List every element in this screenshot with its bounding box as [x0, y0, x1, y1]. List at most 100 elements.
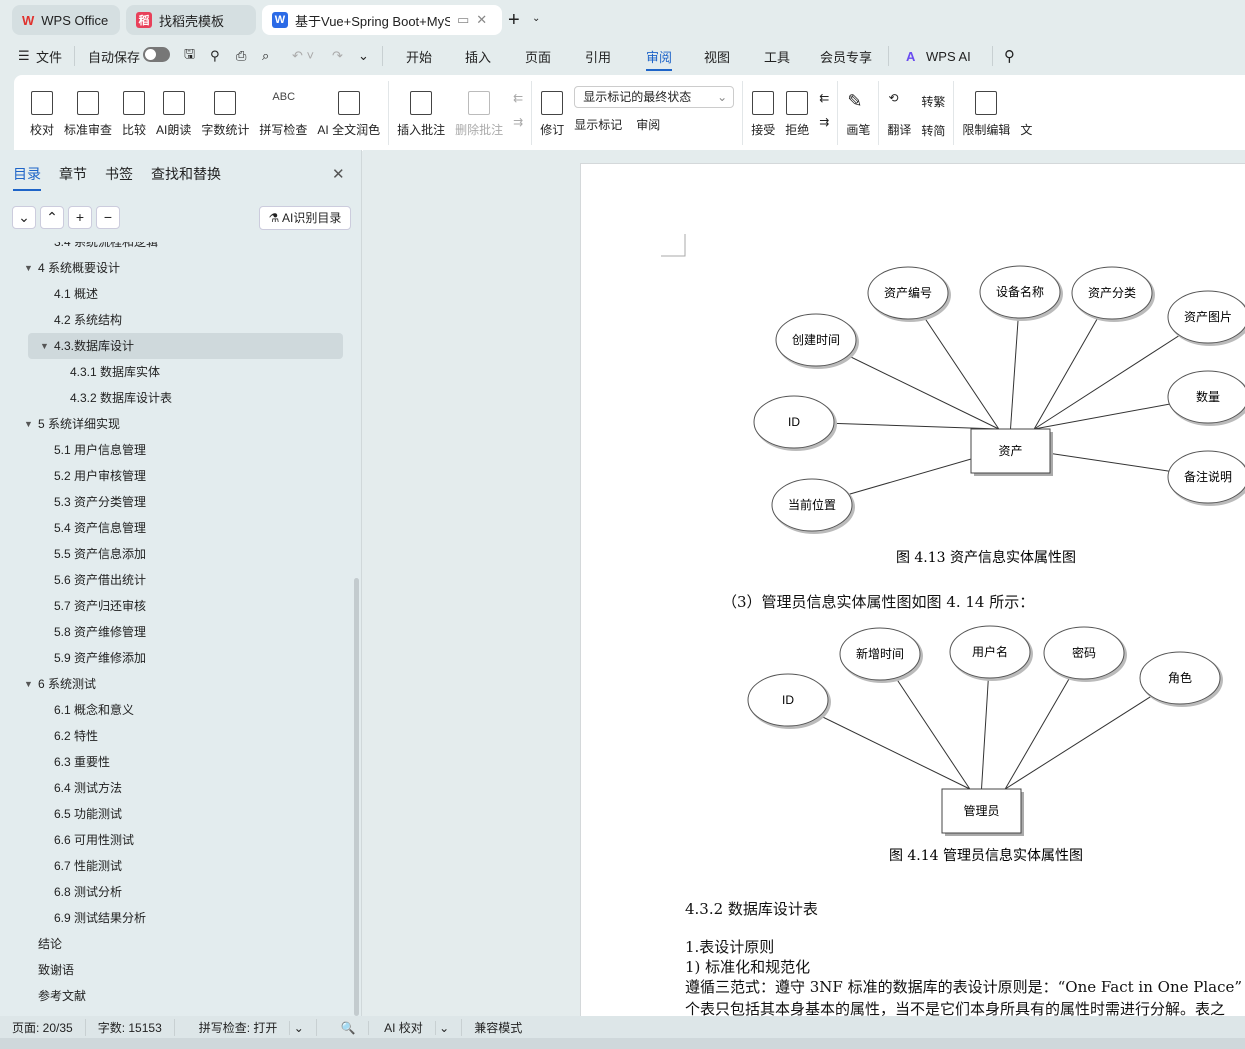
toc-item[interactable]: 结论	[28, 931, 343, 957]
prev-change-icon[interactable]: ⇇	[819, 91, 830, 105]
format-painter-icon[interactable]: ⚲	[210, 48, 220, 63]
toc-item[interactable]: 5.6 资产借出统计	[28, 567, 343, 593]
toc-item[interactable]: 6.1 概念和意义	[28, 697, 343, 723]
tab-bookmarks[interactable]: 书签	[105, 166, 133, 182]
toc-item[interactable]: 6.5 功能测试	[28, 801, 343, 827]
toc-item[interactable]: 5.5 资产信息添加	[28, 541, 343, 567]
spell-check-status[interactable]: 拼写检查: 打开 ⌄	[175, 1018, 317, 1036]
next-change-icon[interactable]: ⇉	[819, 115, 830, 129]
toc-item[interactable]: 4.1 概述	[28, 281, 343, 307]
toc-item[interactable]: 5.8 资产维修管理	[28, 619, 343, 645]
demote-button[interactable]: −	[96, 206, 120, 229]
word-count-button[interactable]: 字数统计	[201, 81, 249, 145]
undo-icon[interactable]: ↶ ˅	[292, 48, 315, 63]
prev-comment-icon[interactable]: ⇇	[513, 91, 524, 105]
toc-item[interactable]: 6.9 测试结果分析	[28, 905, 343, 931]
change-nav[interactable]: ⇇⇉	[819, 81, 829, 145]
toc-item[interactable]: ▼4.3.数据库设计	[28, 333, 343, 359]
collapse-button[interactable]: ⌃	[40, 206, 64, 229]
accept-button[interactable]: 接受	[751, 81, 775, 145]
toc-item[interactable]: 6.3 重要性	[28, 749, 343, 775]
save-icon[interactable]: 🖫	[184, 46, 196, 61]
review-pane-button[interactable]: 审阅	[636, 118, 661, 132]
toc-item[interactable]: 5.2 用户审核管理	[28, 463, 343, 489]
toc-item[interactable]: 6.7 性能测试	[28, 853, 343, 879]
close-pane-icon[interactable]: ✕	[332, 166, 345, 183]
ai-toc-button[interactable]: ⚗ AI识别目录	[259, 206, 351, 230]
toc-item[interactable]: 6.8 测试分析	[28, 879, 343, 905]
delete-comment-button[interactable]: 删除批注	[455, 81, 503, 145]
close-tab-icon[interactable]: ✕	[476, 12, 488, 27]
comment-nav[interactable]: ⇇⇉	[513, 81, 523, 145]
toc-item[interactable]: 5.9 资产维修添加	[28, 645, 343, 671]
tab-chapters[interactable]: 章节	[59, 166, 87, 182]
menu-tab-wps-ai[interactable]: WPS AI	[926, 48, 971, 64]
page-indicator[interactable]: 页面: 20/35	[0, 1018, 86, 1036]
menu-tab-start[interactable]: 开始	[406, 49, 433, 65]
track-changes-button[interactable]: 修订	[540, 81, 564, 145]
expand-arrow-icon[interactable]: ▼	[24, 419, 33, 429]
expand-arrow-icon[interactable]: ▼	[24, 263, 33, 273]
search-icon[interactable]: ⚲	[1004, 48, 1015, 65]
toc-item[interactable]: 5.7 资产归还审核	[28, 593, 343, 619]
menu-tab-references[interactable]: 引用	[585, 49, 612, 65]
ai-polish-button[interactable]: AI 全文润色	[317, 81, 380, 145]
toc-item[interactable]: 致谢语	[28, 957, 343, 983]
to-simplified-button[interactable]: 转简	[921, 124, 946, 138]
expand-button[interactable]: ⌄	[12, 206, 36, 229]
expand-arrow-icon[interactable]: ▼	[24, 679, 33, 689]
menu-tab-review[interactable]: 审阅	[646, 47, 673, 71]
promote-button[interactable]: +	[68, 206, 92, 229]
toc-item[interactable]: 5.3 资产分类管理	[28, 489, 343, 515]
toc-item[interactable]: 4.3.2 数据库设计表	[28, 385, 343, 411]
toc-item[interactable]: 6.4 测试方法	[28, 775, 343, 801]
more-chevron-icon[interactable]: ⌄	[358, 48, 369, 63]
toc-item[interactable]: 5.4 资产信息管理	[28, 515, 343, 541]
reject-button[interactable]: 拒绝	[785, 81, 809, 145]
markup-mode-select[interactable]: 显示标记的最终状态⌄	[574, 86, 735, 108]
print-preview-icon[interactable]: ⌕	[262, 48, 270, 63]
menu-tab-page[interactable]: 页面	[525, 49, 552, 65]
hamburger-menu-icon[interactable]: ☰	[18, 48, 30, 63]
compare-button[interactable]: 比较	[122, 81, 146, 145]
tab-templates[interactable]: 稻找稻壳模板	[126, 5, 256, 35]
toc-item[interactable]: 4.3.1 数据库实体	[28, 359, 343, 385]
insert-comment-button[interactable]: 插入批注	[397, 81, 445, 145]
menu-tab-insert[interactable]: 插入	[465, 49, 492, 65]
toc-item[interactable]: 5.1 用户信息管理	[28, 437, 343, 463]
ai-proof-status[interactable]: 🔍 AI 校对 ⌄	[317, 1018, 463, 1036]
more-button[interactable]: 文	[1020, 123, 1033, 137]
toc-item[interactable]: ▼4 系统概要设计	[24, 255, 343, 281]
redo-icon[interactable]: ↷	[332, 48, 343, 63]
autosave-toggle[interactable]	[143, 47, 170, 62]
tab-list-chevron-icon[interactable]: ⌄	[532, 13, 541, 24]
restrict-editing-button[interactable]: 限制编辑	[962, 81, 1010, 145]
toc-item[interactable]: 参考文献	[28, 983, 343, 1009]
menu-tab-tools[interactable]: 工具	[764, 49, 791, 65]
file-menu[interactable]: 文件	[36, 49, 63, 65]
expand-arrow-icon[interactable]: ▼	[40, 341, 49, 351]
menu-tab-membership[interactable]: 会员专享	[820, 49, 873, 65]
toc-item[interactable]: 6.2 特性	[28, 723, 343, 749]
toc-item[interactable]: 3.4 系统流程和逻辑	[28, 242, 343, 255]
ai-read-button[interactable]: AI朗读	[156, 81, 191, 145]
translate-button[interactable]: ⟲翻译	[887, 91, 912, 137]
to-traditional-button[interactable]: 转繁	[921, 95, 946, 109]
pen-button[interactable]: ✎画笔	[846, 91, 871, 137]
show-markup-button[interactable]: 显示标记	[574, 118, 623, 132]
new-tab-button[interactable]: +	[508, 9, 520, 31]
toc-item[interactable]: 6.6 可用性测试	[28, 827, 343, 853]
word-count-indicator[interactable]: 字数: 15153	[86, 1018, 175, 1036]
next-comment-icon[interactable]: ⇉	[513, 115, 524, 129]
toc-item[interactable]: ▼5 系统详细实现	[24, 411, 343, 437]
tab-toc[interactable]: 目录	[13, 164, 41, 191]
tab-find-replace[interactable]: 查找和替换	[151, 166, 221, 182]
print-icon[interactable]: ⎙	[236, 48, 247, 63]
menu-tab-view[interactable]: 视图	[704, 49, 731, 65]
standard-review-button[interactable]: 标准审查	[64, 81, 112, 145]
toc-item[interactable]: 4.2 系统结构	[28, 307, 343, 333]
sidebar-scrollbar[interactable]	[354, 578, 359, 1016]
